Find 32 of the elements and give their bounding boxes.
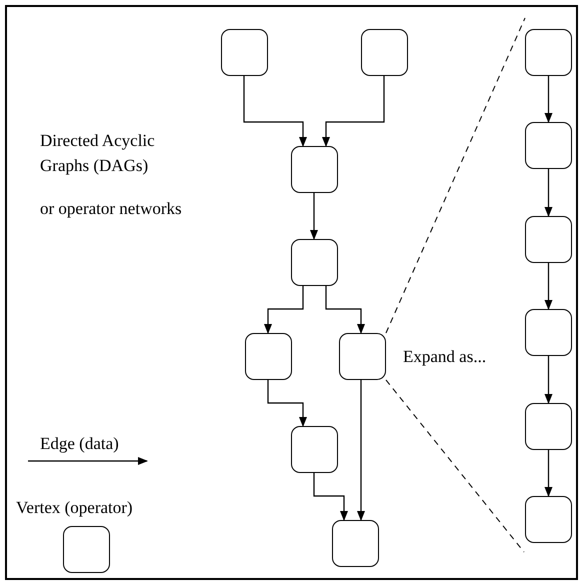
vertex-box (332, 520, 379, 567)
vertex-box (339, 333, 386, 380)
arrow (310, 193, 318, 240)
vertex-box (221, 29, 268, 76)
arrow (243, 76, 307, 147)
arrow (544, 76, 552, 123)
arrow (357, 380, 365, 521)
arrow (322, 76, 385, 147)
vertex-box (291, 239, 338, 286)
vertex-box (525, 309, 572, 356)
vertex-box (291, 426, 338, 473)
arrow (544, 169, 552, 217)
legend-text: Edge (data) (40, 433, 119, 455)
vertex-box (291, 146, 338, 193)
vertex-box (525, 122, 572, 169)
vertex-box (525, 216, 572, 263)
label-text: Expand as... (403, 346, 488, 368)
arrow (264, 286, 304, 334)
arrow (313, 473, 348, 521)
arrow (544, 263, 552, 310)
vertex-box (525, 496, 572, 543)
arrow (325, 286, 365, 334)
arrow (267, 380, 307, 427)
vertex-box (525, 29, 572, 76)
legend-text: Vertex (operator) (16, 497, 133, 519)
arrow (544, 356, 552, 404)
vertex-box (525, 403, 572, 450)
label-text: or operator networks (40, 198, 183, 220)
vertex-box (245, 333, 292, 380)
vertex-box (361, 29, 408, 76)
arrow (544, 450, 552, 497)
label-text: Directed Acyclic Graphs (DAGs) (40, 130, 156, 177)
